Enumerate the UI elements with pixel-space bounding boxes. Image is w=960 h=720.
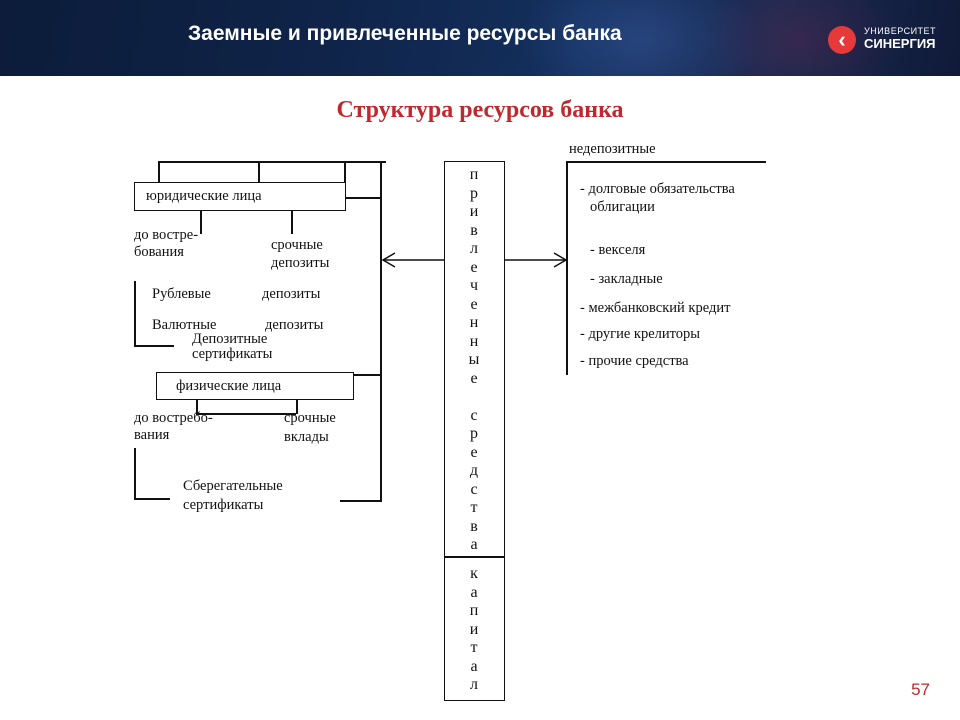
nondeposit-item: - другие крелиторы [580, 326, 701, 342]
legal-entities-box [134, 182, 346, 211]
vertical-letter: и [469, 203, 479, 220]
term-contributions-label: вклады [284, 429, 329, 445]
savings-certificates-label: Сберегательные [183, 478, 283, 494]
left-arrowhead [381, 252, 396, 268]
connector [134, 498, 170, 500]
vertical-letter: д [469, 462, 479, 479]
currency-deposits-label: Валютные [152, 317, 217, 333]
savings-certificates-label: сертификаты [183, 497, 264, 513]
ruble-deposits-label: Рублевые [152, 286, 211, 302]
header-glow [520, 0, 760, 76]
logo-line1: УНИВЕРСИТЕТ [864, 26, 937, 36]
left-right-border [380, 161, 382, 501]
vertical-letter: т [470, 499, 478, 516]
header-glow [700, 0, 900, 76]
vertical-letter: и [469, 620, 479, 638]
individuals-label: физические лица [176, 378, 282, 394]
page-number: 57 [911, 680, 930, 699]
left-bottom-line [340, 500, 382, 502]
demand-deposits-legal-label: до востре- [134, 227, 199, 243]
nondeposit-item: - межбанковский кредит [580, 300, 731, 316]
vertical-letter: а [470, 583, 478, 601]
ruble-currency-bracket [134, 281, 136, 346]
vertical-letter: к [470, 565, 478, 582]
term-deposits-label: срочные [271, 237, 323, 253]
vertical-letter: п [469, 166, 479, 183]
nondeposit-item: - прочие средства [580, 353, 689, 369]
vertical-letter: л [470, 240, 478, 257]
connector [196, 413, 296, 415]
vertical-letter: л [470, 676, 478, 693]
connector [196, 400, 198, 414]
nondeposit-item: - закладные [590, 271, 663, 287]
vertical-letter: ч [469, 277, 479, 294]
connector [296, 400, 298, 414]
center-divider [444, 556, 505, 558]
vertical-letter: н [469, 314, 479, 331]
connector [134, 345, 174, 347]
connector [200, 211, 202, 234]
header-title: Заемные и привлеченные ресурсы банка [188, 22, 622, 45]
connector [346, 197, 381, 199]
logo-line2: СИНЕРГИЯ [864, 36, 936, 51]
university-logo: ‹ УНИВЕРСИТЕТ СИНЕРГИЯ [828, 24, 940, 58]
vertical-letter: т [470, 639, 478, 656]
vertical-letter: в [470, 221, 478, 239]
ruble-deposits-label: депозиты [262, 286, 321, 302]
legal-entities-label: юридические лица [146, 188, 262, 204]
right-top-line [566, 161, 766, 163]
vertical-letter: а [470, 536, 478, 553]
vertical-letter: а [470, 657, 478, 675]
vertical-letter: п [469, 602, 479, 619]
deposit-certificates-label: Депозитные [192, 331, 268, 347]
vertical-letter: е [470, 369, 478, 387]
left-top-line [158, 161, 386, 163]
connector [354, 374, 381, 376]
vertical-letter: е [470, 443, 478, 461]
connector [291, 211, 293, 234]
nondeposit-item: - векселя [590, 242, 646, 258]
demand-deposits-legal-label: бования [134, 244, 184, 260]
left-tick [344, 161, 346, 182]
vertical-letter: н [469, 332, 479, 350]
vertical-letter: р [470, 184, 478, 202]
vertical-letter: р [470, 425, 478, 442]
nondeposit-header: недепозитные [569, 141, 656, 157]
diagram-title: Структура ресурсов банка [336, 97, 624, 123]
demand-deposits-individuals-label: до востребо- [134, 410, 213, 426]
logo-mark-icon: ‹ [828, 26, 856, 54]
center-column [444, 161, 505, 701]
vertical-letter: в [470, 517, 478, 535]
savings-bracket [134, 448, 136, 499]
deposit-certificates-label: сертификаты [192, 346, 273, 362]
demand-deposits-individuals-label: вания [134, 427, 170, 443]
left-tick [158, 161, 160, 182]
right-left-border [566, 161, 568, 375]
vertical-letter: ы [468, 351, 480, 368]
individuals-box [156, 372, 354, 400]
vertical-letter: е [470, 295, 478, 313]
vertical-letter: с [470, 406, 478, 424]
currency-deposits-label: депозиты [265, 317, 324, 333]
header-bar: Заемные и привлеченные ресурсы банка ‹ У… [0, 0, 960, 76]
vertical-letter: с [470, 480, 478, 498]
nondeposit-item: облигации [590, 199, 655, 215]
term-deposits-label: депозиты [271, 255, 330, 271]
left-tick [258, 161, 260, 182]
vertical-letter: е [470, 258, 478, 276]
nondeposit-item: - долговые обязательства [580, 181, 735, 197]
term-contributions-label: срочные [284, 410, 336, 426]
